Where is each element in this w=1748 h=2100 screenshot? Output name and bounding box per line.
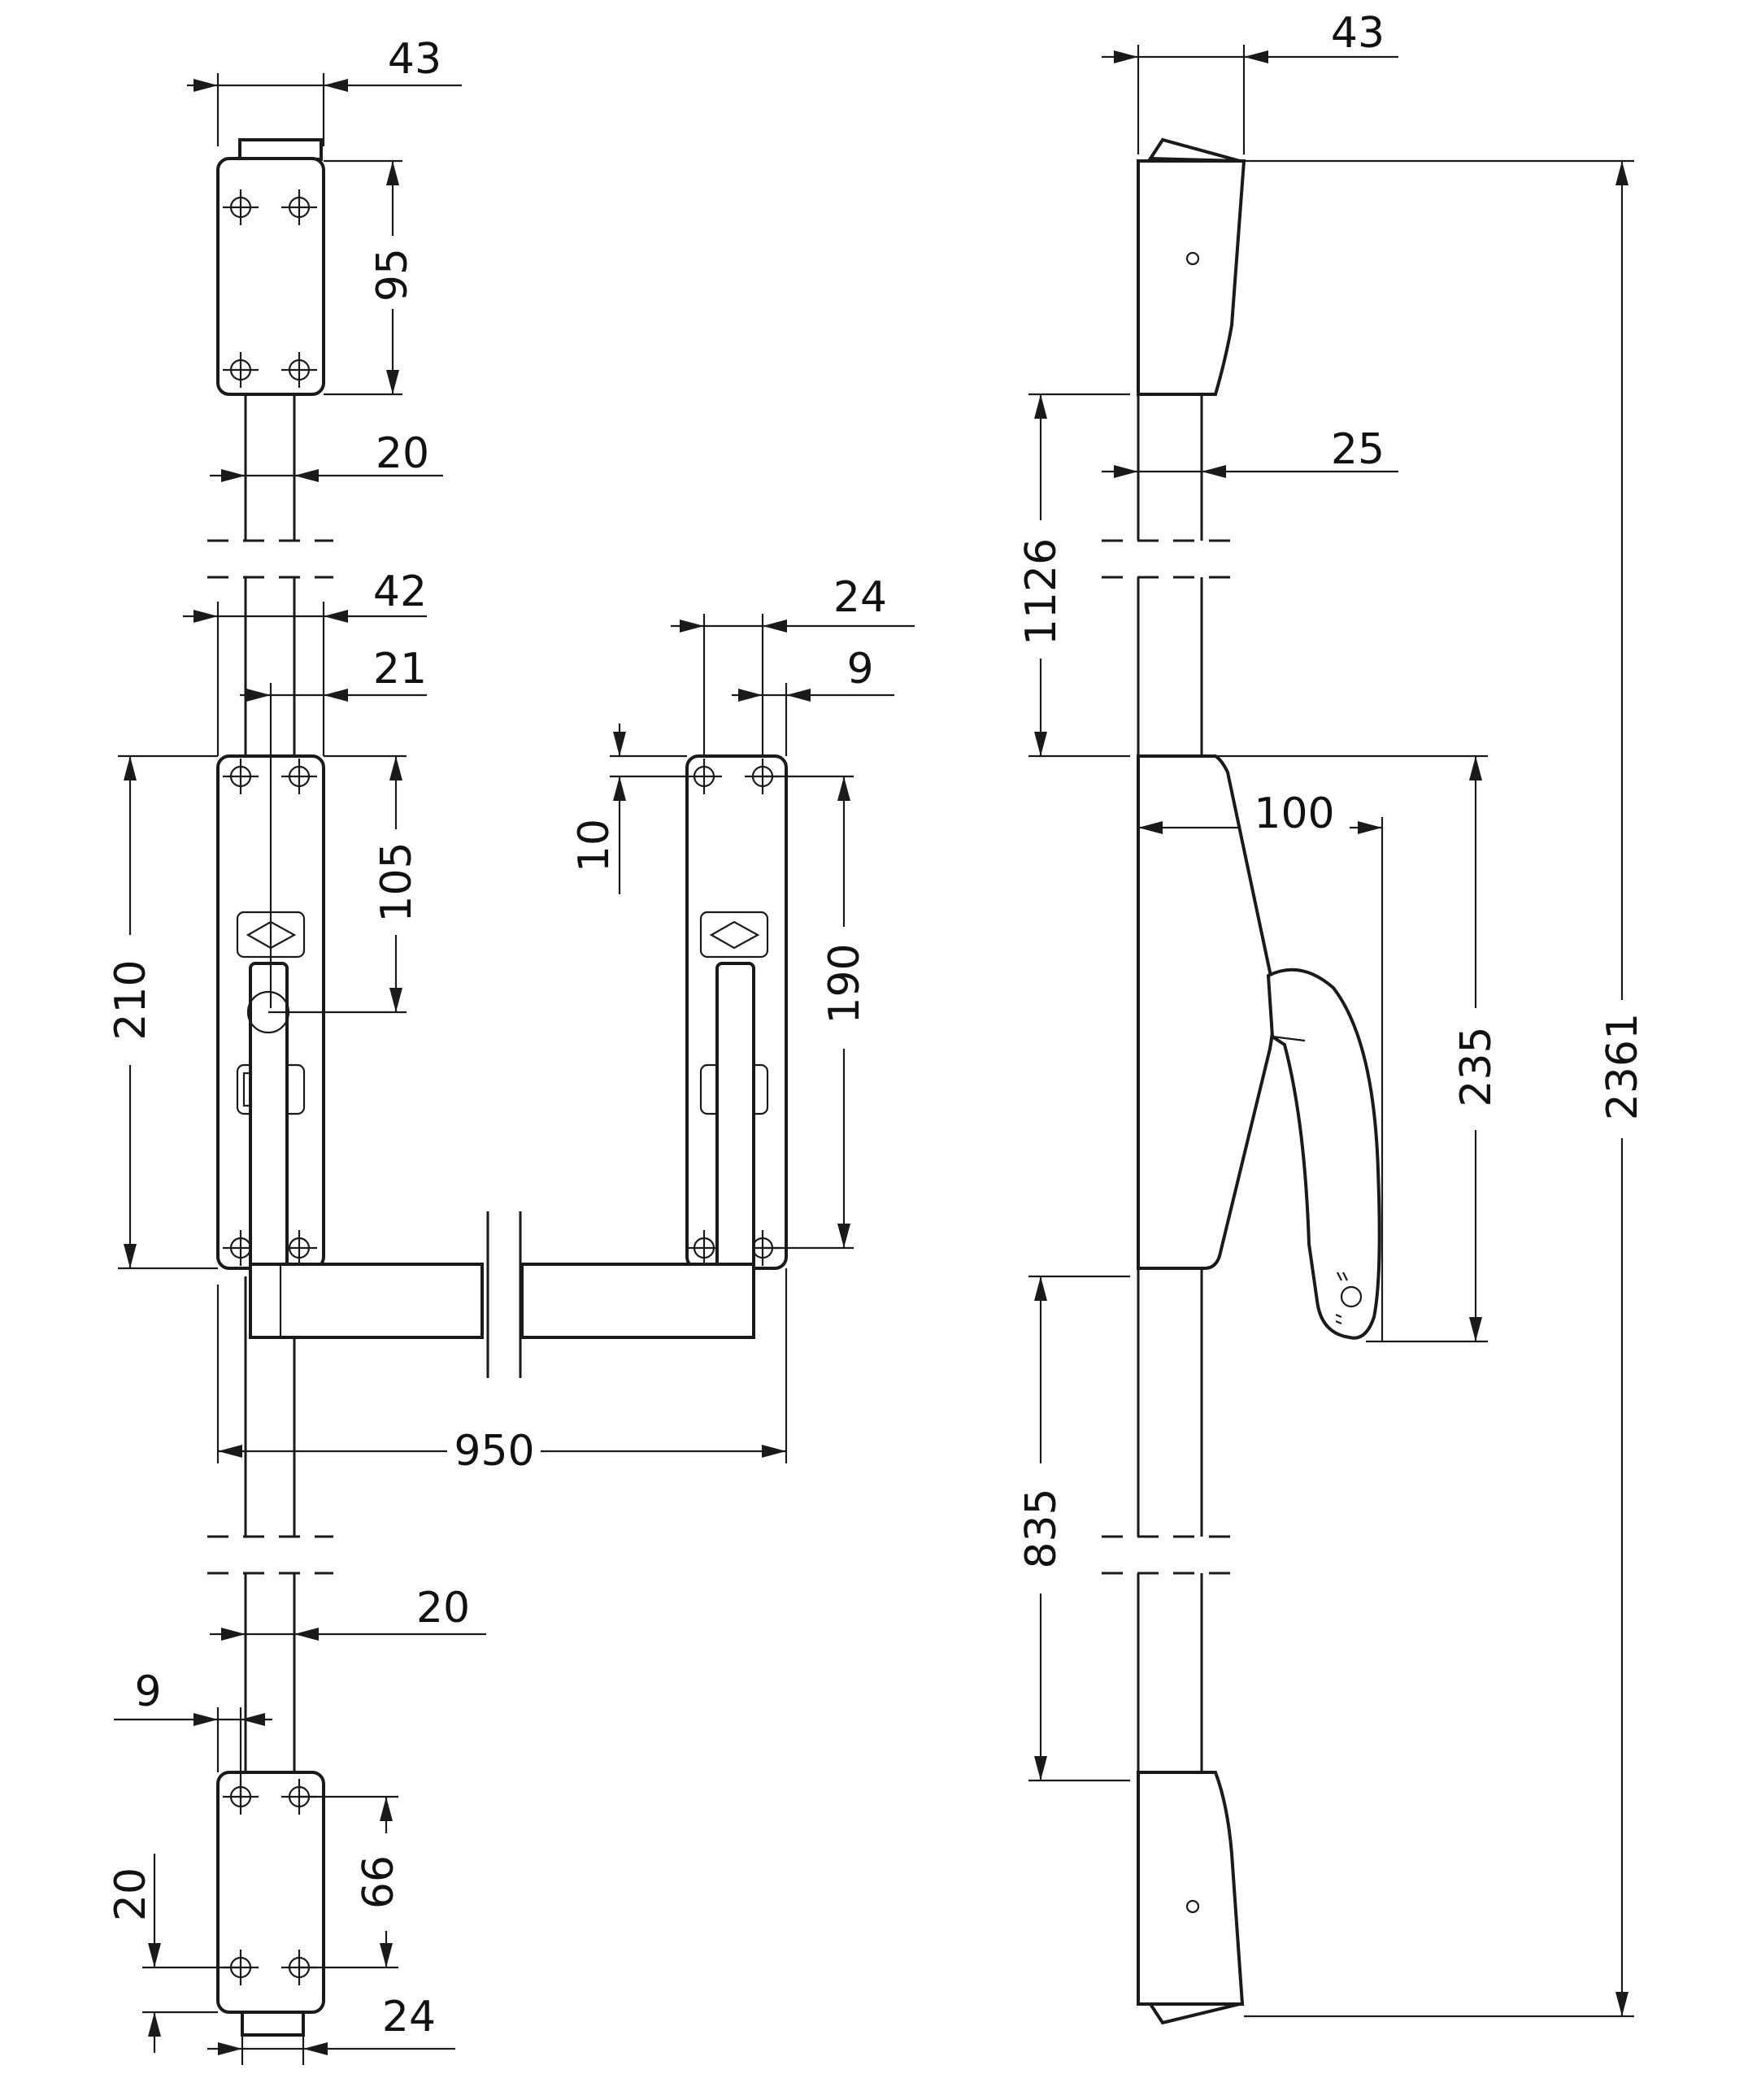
side-bottom-bolt bbox=[1137, 1771, 1245, 2025]
dim-side-top-width: 43 bbox=[1331, 9, 1385, 58]
top-bolt bbox=[216, 138, 325, 396]
dim-handle-height: 235 bbox=[1452, 1026, 1501, 1107]
dim-lever-plate-width: 42 bbox=[373, 567, 427, 616]
dim-overall-height: 2361 bbox=[1598, 1013, 1647, 1120]
dim-bottom-bolt-offset: 9 bbox=[134, 1667, 161, 1716]
dim-bottom-bolt-hole-span: 66 bbox=[354, 1855, 403, 1909]
dim-upper-rod: 20 bbox=[376, 429, 429, 478]
dim-keeper-hole-span: 190 bbox=[820, 943, 869, 1024]
dim-bottom-bolt-tip: 20 bbox=[107, 1867, 155, 1921]
dim-handle-offset: 105 bbox=[372, 841, 421, 922]
front-view: 43 95 20 42 21 bbox=[107, 35, 915, 2065]
dim-overall-width: 950 bbox=[454, 1427, 534, 1476]
dim-lower-rod: 20 bbox=[416, 1584, 470, 1633]
dim-lever-rod: 21 bbox=[373, 645, 427, 693]
keeper-plate bbox=[520, 754, 788, 1339]
dim-top-bolt-width: 43 bbox=[388, 35, 441, 84]
lever-plate bbox=[216, 754, 484, 1339]
dim-top-bolt-height: 95 bbox=[368, 248, 417, 302]
dim-side-rod: 25 bbox=[1331, 425, 1385, 474]
side-top-bolt bbox=[1137, 137, 1246, 396]
dim-bottom-bolt-width: 24 bbox=[382, 1993, 436, 2041]
dim-keeper-offset: 9 bbox=[846, 645, 873, 693]
side-view: 43 25 1126 100 bbox=[1017, 9, 1647, 2025]
side-dimensions: 43 25 1126 100 bbox=[1017, 9, 1647, 2018]
side-lever-housing bbox=[1137, 754, 1381, 1340]
side-rod bbox=[1102, 394, 1244, 1772]
front-dimensions: 43 95 20 42 21 bbox=[107, 35, 915, 2065]
bottom-bolt bbox=[216, 1771, 325, 2037]
dim-upper-length: 1126 bbox=[1017, 538, 1066, 646]
dim-lever-plate-height: 210 bbox=[107, 959, 155, 1040]
dim-lower-length: 835 bbox=[1017, 1488, 1066, 1568]
dim-handle-depth: 100 bbox=[1254, 789, 1334, 838]
dim-keeper-width: 24 bbox=[833, 573, 887, 622]
dim-keeper-hole-offset: 10 bbox=[570, 819, 619, 872]
